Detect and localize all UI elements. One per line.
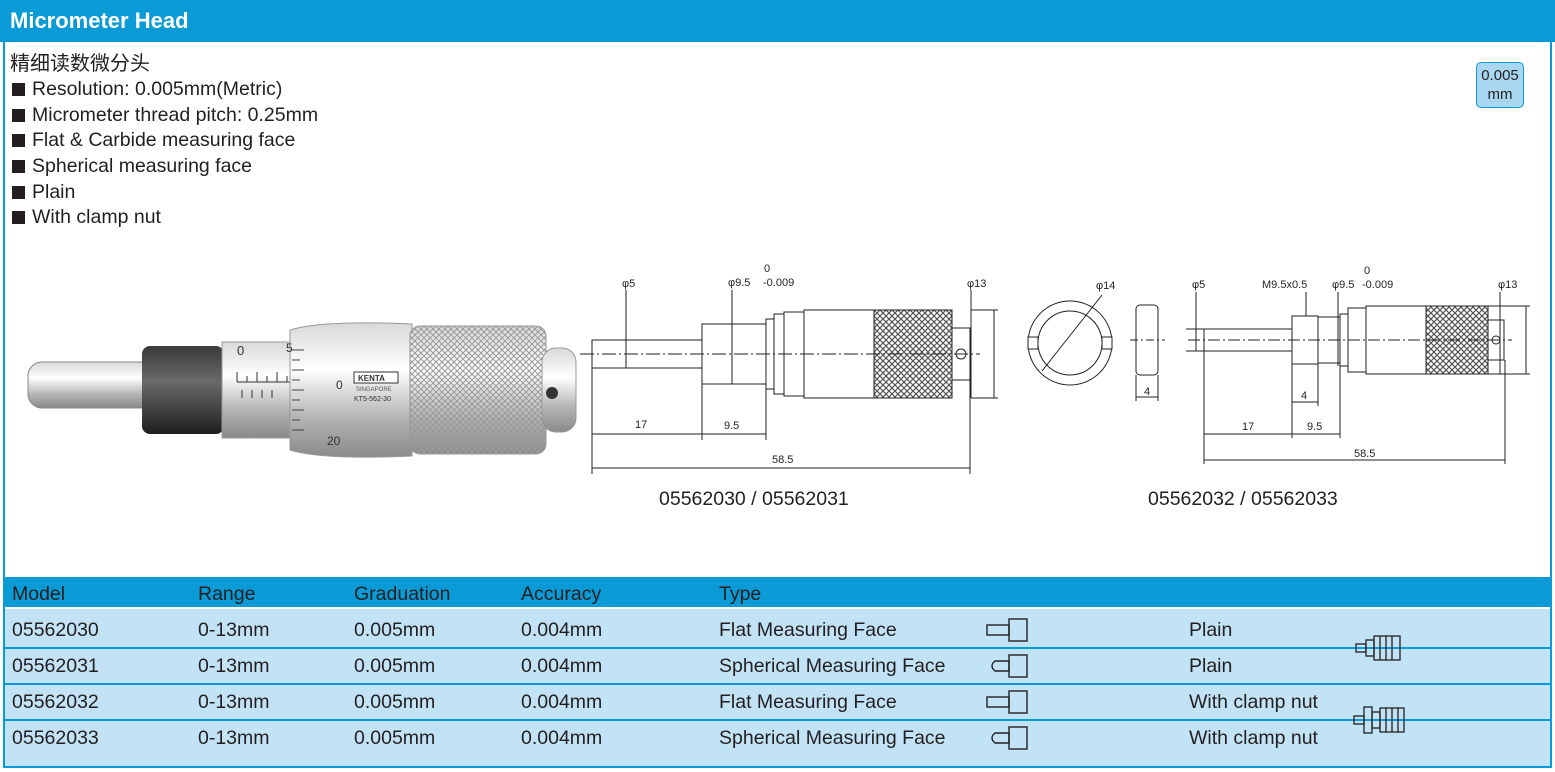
table-row: 05562033 0-13mm 0.005mm 0.004mm Spherica… xyxy=(5,719,1550,755)
brand-country-text: SINGAPORE xyxy=(356,387,392,393)
row-divider xyxy=(5,719,1550,721)
badge-value: 0.005 xyxy=(1481,67,1519,84)
row-divider xyxy=(5,683,1550,685)
clamp-nut-width-label: 4 xyxy=(1144,386,1150,398)
total-length-label: 58.5 xyxy=(772,454,793,466)
chinese-subtitle: 精细读数微分头 xyxy=(10,51,150,75)
thimble-scale-5: 5 xyxy=(286,341,293,355)
cell-accuracy: 0.004mm xyxy=(521,655,603,677)
table-row: 05562030 0-13mm 0.005mm 0.004mm Flat Mea… xyxy=(5,611,1550,647)
nut-length-label: 4 xyxy=(1301,390,1307,402)
row-divider xyxy=(5,647,1550,649)
cell-model: 05562032 xyxy=(12,691,99,713)
resolution-badge: 0.005 mm xyxy=(1476,62,1524,108)
thimble-scale-0: 0 xyxy=(336,378,343,392)
cell-range: 0-13mm xyxy=(198,619,270,641)
feature-item: Micrometer thread pitch: 0.25mm xyxy=(12,103,318,129)
cell-graduation: 0.005mm xyxy=(354,619,436,641)
cell-model: 05562033 xyxy=(12,727,99,749)
total-length-label: 58.5 xyxy=(1354,448,1375,460)
sleeve-diameter-label: φ9.5 xyxy=(728,277,750,289)
page-title: Micrometer Head xyxy=(10,8,189,33)
table-row: 05562031 0-13mm 0.005mm 0.004mm Spherica… xyxy=(5,647,1550,683)
content-frame xyxy=(3,0,1552,768)
bullet-square-icon xyxy=(12,160,25,174)
cell-style: Plain xyxy=(1189,655,1233,677)
brand-logo xyxy=(353,371,399,384)
column-header-model: Model xyxy=(12,583,66,605)
feature-item: Plain xyxy=(12,179,318,205)
plain-head-icon xyxy=(1355,635,1401,661)
cell-style: With clamp nut xyxy=(1189,727,1318,749)
clamp-nut-diameter-label: φ14 xyxy=(1096,280,1115,292)
body-diameter-label: φ13 xyxy=(1498,279,1517,291)
spec-table-body: 05562030 0-13mm 0.005mm 0.004mm Flat Mea… xyxy=(5,609,1550,766)
clamp-nut-drawing: φ14 4 xyxy=(1027,280,1165,401)
cell-accuracy: 0.004mm xyxy=(521,619,603,641)
sleeve-tolerance-lower: -0.009 xyxy=(763,277,794,289)
dimension-drawing-clamp-nut: φ5 M9.5x0.5 0 φ9.5 -0.009 φ13 4 17 9.5 5… xyxy=(1186,265,1530,464)
dimension-drawing-plain: φ5 0 φ9.5 -0.009 φ13 17 9.5 58.5 xyxy=(580,263,998,474)
flat-face-icon xyxy=(986,618,1028,642)
sleeve-length-label: 9.5 xyxy=(1307,421,1322,433)
spherical-face-icon xyxy=(991,654,1028,678)
column-header-range: Range xyxy=(198,583,256,605)
thread-spec-label: M9.5x0.5 xyxy=(1262,279,1307,291)
photo-model-text: KT5-562-30 xyxy=(354,396,391,403)
thimble-scale-20: 20 xyxy=(327,434,341,448)
micrometer-head-photo: 0 5 20 0 KENTA SINGAPORE KT5-562-30 xyxy=(27,322,577,458)
sleeve-length-label: 9.5 xyxy=(724,420,739,432)
bullet-square-icon xyxy=(12,185,25,199)
feature-item: With clamp nut xyxy=(12,205,318,231)
table-header-bar xyxy=(3,577,1552,607)
cell-face: Flat Measuring Face xyxy=(719,691,897,713)
cell-model: 05562031 xyxy=(12,655,99,677)
cell-face: Flat Measuring Face xyxy=(719,619,897,641)
table-row: 05562032 0-13mm 0.005mm 0.004mm Flat Mea… xyxy=(5,683,1550,719)
cell-face: Spherical Measuring Face xyxy=(719,655,946,677)
cell-model: 05562030 xyxy=(12,619,99,641)
sleeve-diameter-label: φ9.5 xyxy=(1332,279,1354,291)
cell-range: 0-13mm xyxy=(198,727,270,749)
cell-face: Spherical Measuring Face xyxy=(719,727,946,749)
drawing-b-caption: 05562032 / 05562033 xyxy=(1148,488,1338,510)
spindle-length-label: 17 xyxy=(635,419,647,431)
cell-range: 0-13mm xyxy=(198,655,270,677)
spindle-diameter-label: φ5 xyxy=(622,278,635,290)
feature-item: Spherical measuring face xyxy=(12,154,318,180)
title-bar: Micrometer Head xyxy=(0,0,1555,42)
sleeve-scale-0: 0 xyxy=(237,343,244,358)
sleeve-tolerance-upper: 0 xyxy=(1364,265,1370,277)
cell-accuracy: 0.004mm xyxy=(521,691,603,713)
cell-accuracy: 0.004mm xyxy=(521,727,603,749)
feature-list: Resolution: 0.005mm(Metric) Micrometer t… xyxy=(12,77,318,231)
column-header-type: Type xyxy=(719,583,762,605)
spindle-length-label: 17 xyxy=(1242,421,1254,433)
bullet-square-icon xyxy=(12,134,25,148)
clamp-nut-head-icon xyxy=(1353,706,1405,734)
bullet-square-icon xyxy=(12,211,25,225)
spherical-face-icon xyxy=(991,726,1028,750)
sleeve-tolerance-upper: 0 xyxy=(764,263,770,275)
flat-face-icon xyxy=(986,690,1028,714)
feature-item: Flat & Carbide measuring face xyxy=(12,128,318,154)
cell-range: 0-13mm xyxy=(198,691,270,713)
body-diameter-label: φ13 xyxy=(967,278,986,290)
column-header-graduation: Graduation xyxy=(354,583,451,605)
drawing-a-caption: 05562030 / 05562031 xyxy=(659,488,849,510)
cell-graduation: 0.005mm xyxy=(354,655,436,677)
spindle-diameter-label: φ5 xyxy=(1192,279,1205,291)
brand-logo-text: KENTA xyxy=(358,374,385,383)
badge-unit: mm xyxy=(1487,86,1513,103)
cell-style: With clamp nut xyxy=(1189,691,1318,713)
cell-graduation: 0.005mm xyxy=(354,727,436,749)
cell-style: Plain xyxy=(1189,619,1233,641)
bullet-square-icon xyxy=(12,108,25,122)
feature-item: Resolution: 0.005mm(Metric) xyxy=(12,77,318,103)
cell-graduation: 0.005mm xyxy=(354,691,436,713)
sleeve-tolerance-lower: -0.009 xyxy=(1362,279,1393,291)
column-header-accuracy: Accuracy xyxy=(521,583,602,605)
bullet-square-icon xyxy=(12,83,25,97)
